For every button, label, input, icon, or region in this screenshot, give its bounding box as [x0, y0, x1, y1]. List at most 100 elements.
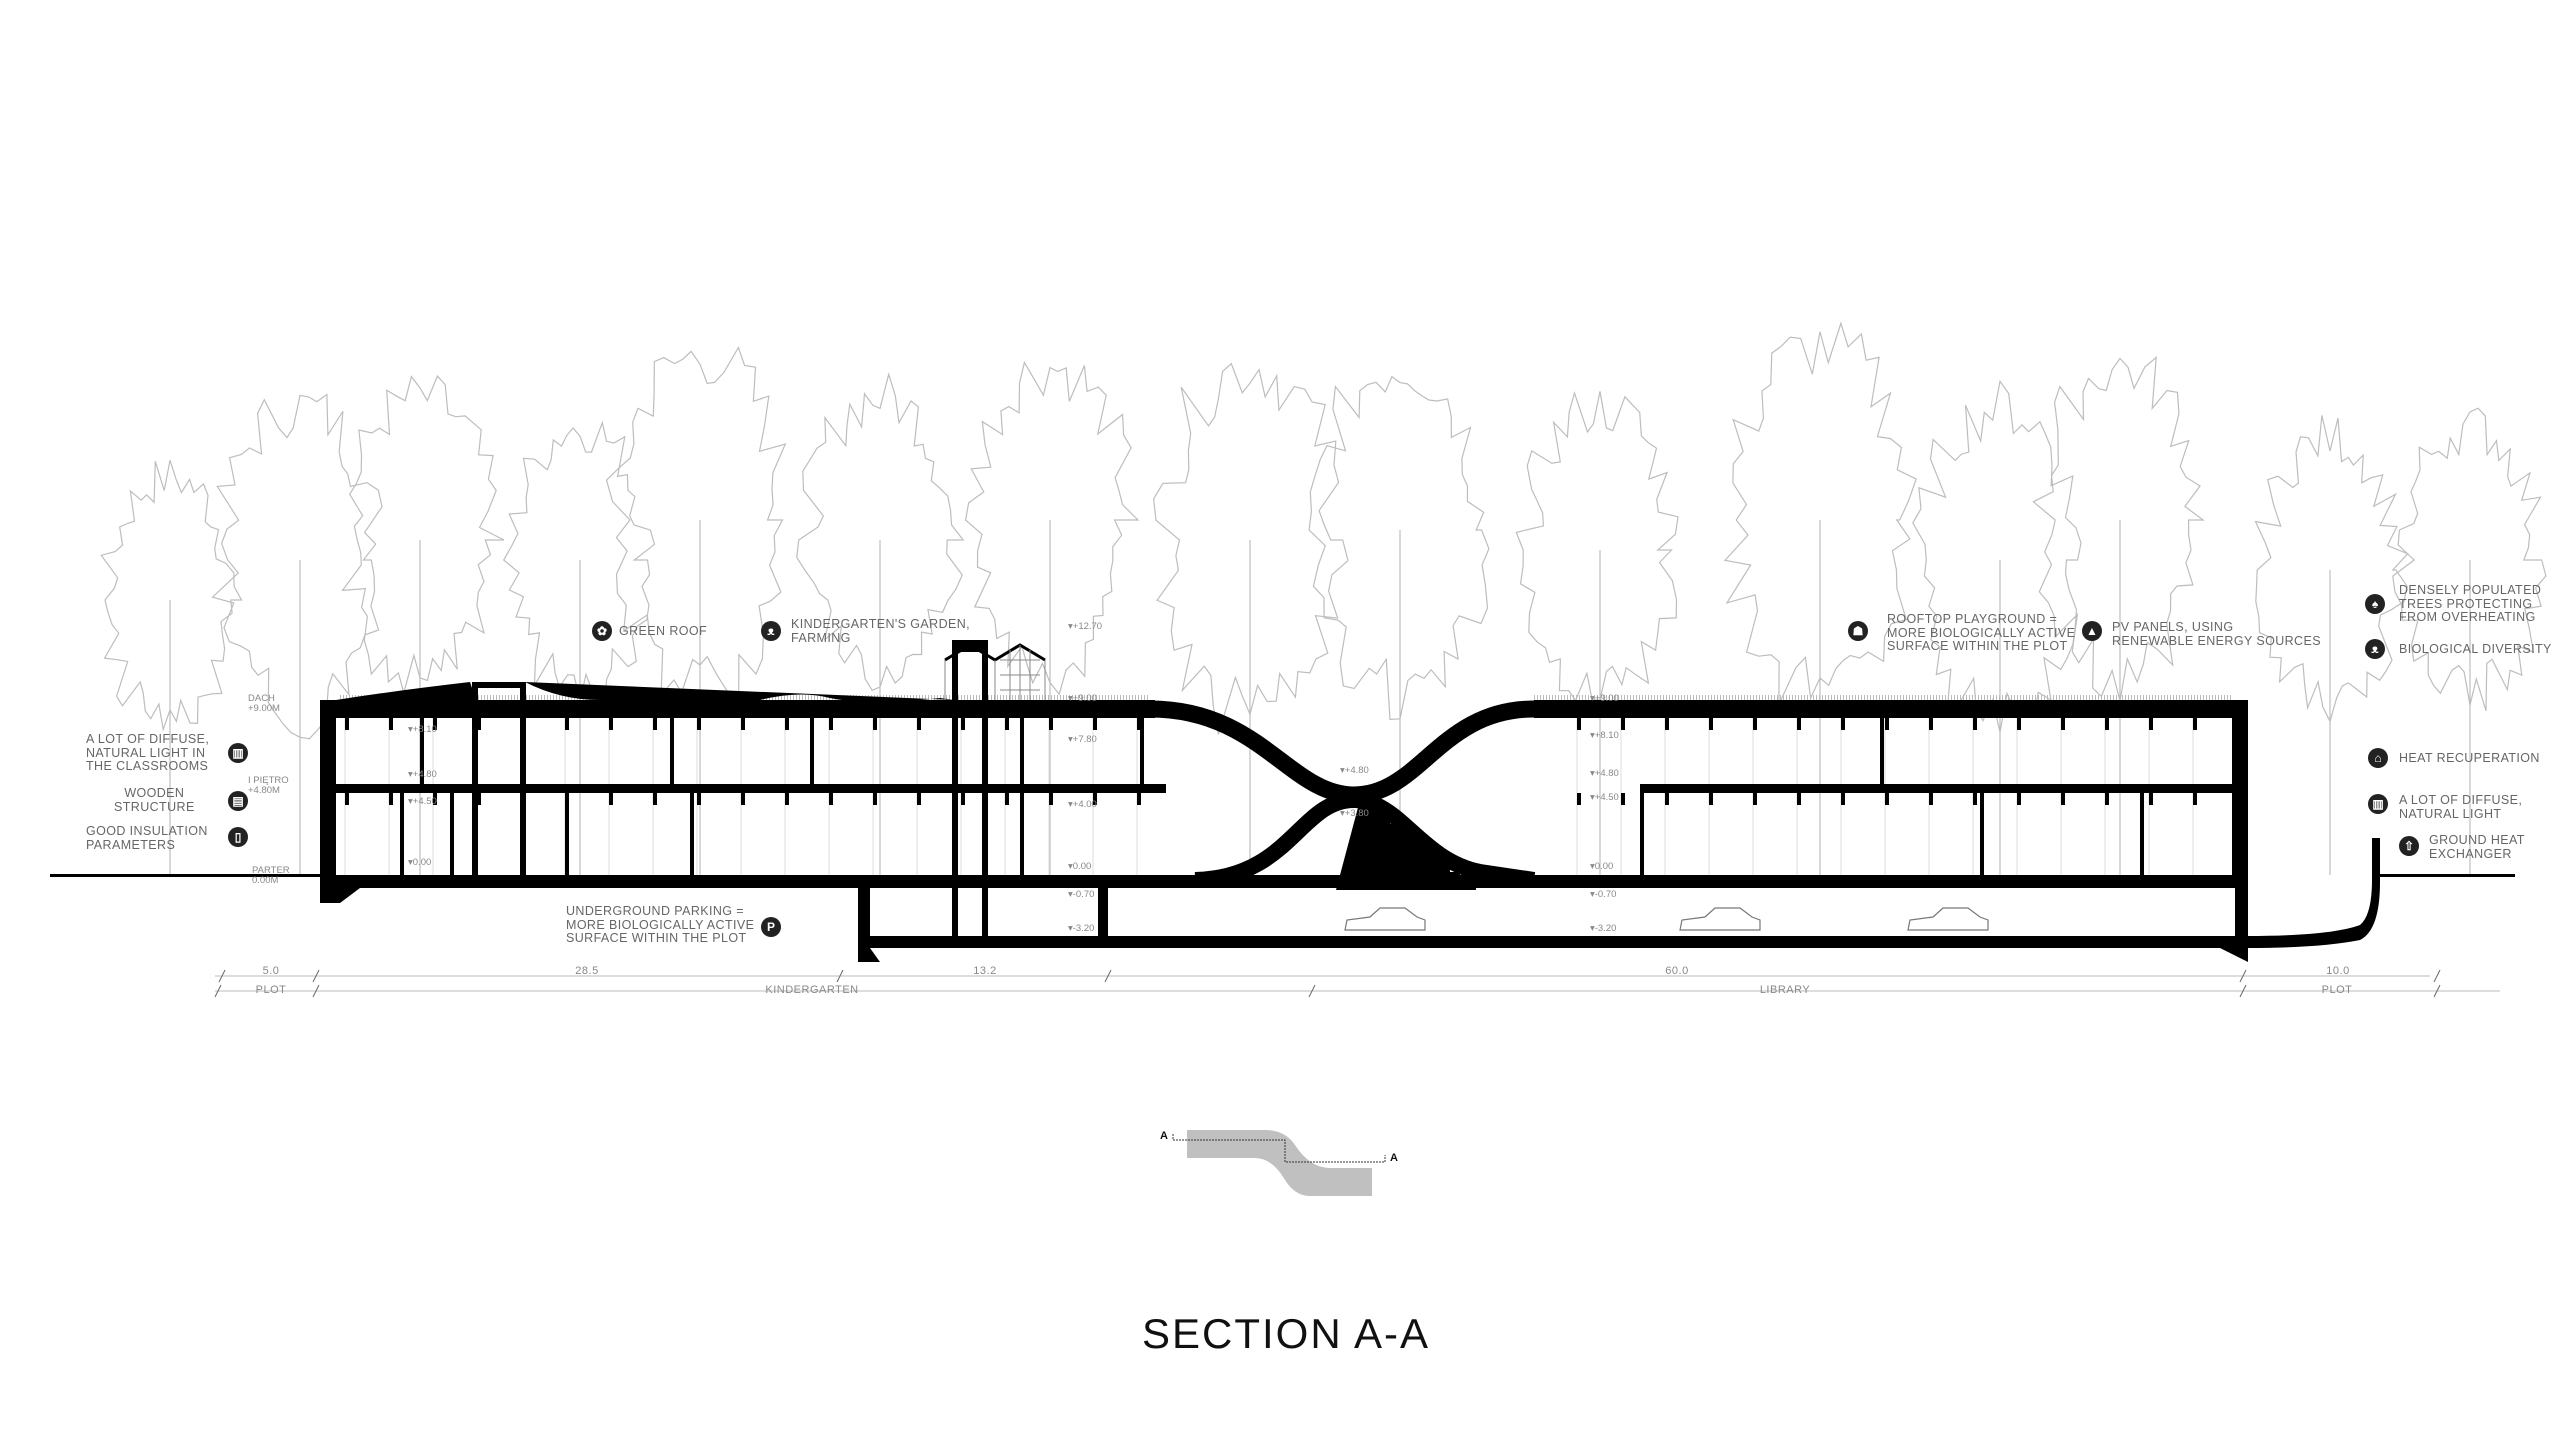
flower-icon: ✿ [592, 621, 612, 641]
floor-beam [2061, 793, 2065, 805]
dimension-tick [2433, 969, 2441, 983]
annotation-kindergarten-garden: KINDERGARTEN'S GARDEN, FARMING [791, 617, 971, 645]
house-heat-icon: ⌂ [2368, 748, 2388, 768]
basement-footing-right [2220, 948, 2248, 962]
floor-beam [389, 793, 393, 805]
butterfly-icon: ᴥ [2365, 639, 2385, 659]
roof-beam [2193, 718, 2197, 730]
floor-beam [433, 793, 437, 805]
elevation-marker: ▾+4.80 [1340, 765, 1369, 776]
key-plan [1172, 1130, 1386, 1196]
stair-core-wall-r [520, 684, 526, 875]
annotation-pv-panels: PV PANELS, USING RENEWABLE ENERGY SOURCE… [2112, 620, 2321, 648]
tree-outline [1723, 321, 1917, 705]
dimension-zone: PLOT [255, 984, 287, 996]
wave-roof [1149, 700, 1535, 804]
floor-beam [1753, 793, 1757, 805]
ground-line-right [2375, 874, 2515, 877]
level-value: 0.00M [252, 875, 279, 886]
key-plan-marker-left: A [1160, 1130, 1168, 1142]
level-name: DACH [248, 693, 275, 704]
tree-outline [796, 372, 965, 692]
elevation-marker: ▾+7.80 [1068, 734, 1097, 745]
tree-outline [964, 360, 1140, 696]
dimension-length: 13.2 [973, 965, 997, 977]
roof-beam [477, 718, 481, 730]
dimension-length: 5.0 [262, 965, 280, 977]
key-plan-marker-right: A [1390, 1152, 1398, 1164]
floor-beam [1665, 793, 1669, 805]
dimension-zone: LIBRARY [1759, 984, 1811, 996]
parking-column [1098, 888, 1108, 938]
elevation-marker: ▾+9.00 [1590, 693, 1619, 704]
partition-wall [1980, 793, 1984, 875]
dimension-tick [2239, 969, 2247, 983]
annotation-insulation: GOOD INSULATION PARAMETERS [86, 824, 208, 852]
roof-beam [433, 718, 437, 730]
elevation-marker: ▾-3.20 [1068, 923, 1095, 934]
tree-outline [502, 420, 656, 711]
roof-beam [345, 718, 349, 730]
section-cut-line [1172, 1134, 1386, 1163]
level-value: +4.80M [248, 785, 280, 796]
partition-wall [670, 718, 674, 784]
elevation-marker: ▾-3.20 [1590, 923, 1617, 934]
stair-core-top [472, 682, 526, 688]
roof-beam [1577, 718, 1581, 730]
dimension-zone: KINDERGARTEN [765, 984, 859, 996]
partition-wall [1880, 718, 1884, 784]
floor-beam [1137, 793, 1141, 805]
dimension-tick [2433, 984, 2441, 998]
tree-outline [341, 374, 505, 696]
elevation-marker: ▾-0.70 [1590, 889, 1617, 900]
car-outline [1344, 907, 1426, 931]
floor-beam [917, 793, 921, 805]
roof-beam [609, 718, 613, 730]
elevation-marker: ▾+4.80 [1590, 768, 1619, 779]
roof-beam [2017, 718, 2021, 730]
tree-outline [1308, 375, 1490, 721]
partition-wall [810, 718, 814, 784]
roof-beam [1005, 718, 1009, 730]
tree-outline [1152, 362, 1349, 735]
section-title: SECTION A-A [1141, 1310, 1431, 1357]
elevation-marker: ▾0.00 [1068, 861, 1092, 872]
tree-outline [605, 346, 787, 697]
elevation-marker: ▾+3.80 [1340, 808, 1369, 819]
wave-lower [1194, 791, 1536, 888]
level-name: PARTER [252, 865, 290, 876]
basement-wall-right [2235, 888, 2248, 948]
annotation-dense-trees: DENSELY POPULATED TREES PROTECTING FROM … [2399, 583, 2542, 624]
mid-slab-left [336, 784, 1166, 793]
floor-beam [2149, 793, 2153, 805]
floor-beam [1005, 793, 1009, 805]
roof-beam [1797, 718, 1801, 730]
roof-beam [1753, 718, 1757, 730]
roof-beam [389, 718, 393, 730]
arrow-up-icon: ⇧ [2399, 836, 2419, 856]
annotation-diffuse-light-classrooms: A LOT OF DIFFUSE, NATURAL LIGHT IN THE C… [86, 732, 210, 773]
dimension-tick [312, 984, 320, 998]
elevator-wall-l [952, 640, 958, 938]
tree-outline [100, 460, 243, 732]
right-wall [2232, 700, 2248, 888]
tree-outline [1912, 379, 2082, 733]
dimension-tick [1308, 984, 1316, 998]
dimension-tick [218, 969, 226, 983]
dimension-tick [214, 984, 222, 998]
elevator-wall-r [982, 640, 988, 938]
key-plan-shape [1187, 1130, 1372, 1196]
greenhouse-frame [944, 645, 1046, 700]
floor-beam [1841, 793, 1845, 805]
dimension-zone: PLOT [2321, 984, 2353, 996]
dimension-length: 10.0 [2326, 965, 2350, 977]
tree-outline [2032, 356, 2205, 701]
insulation-icon: ▯ [228, 827, 248, 847]
basement-slab [858, 936, 2248, 948]
elevation-marker: ▾+4.50 [1590, 792, 1619, 803]
left-footing [320, 888, 360, 903]
parked-cars [1344, 907, 1989, 931]
